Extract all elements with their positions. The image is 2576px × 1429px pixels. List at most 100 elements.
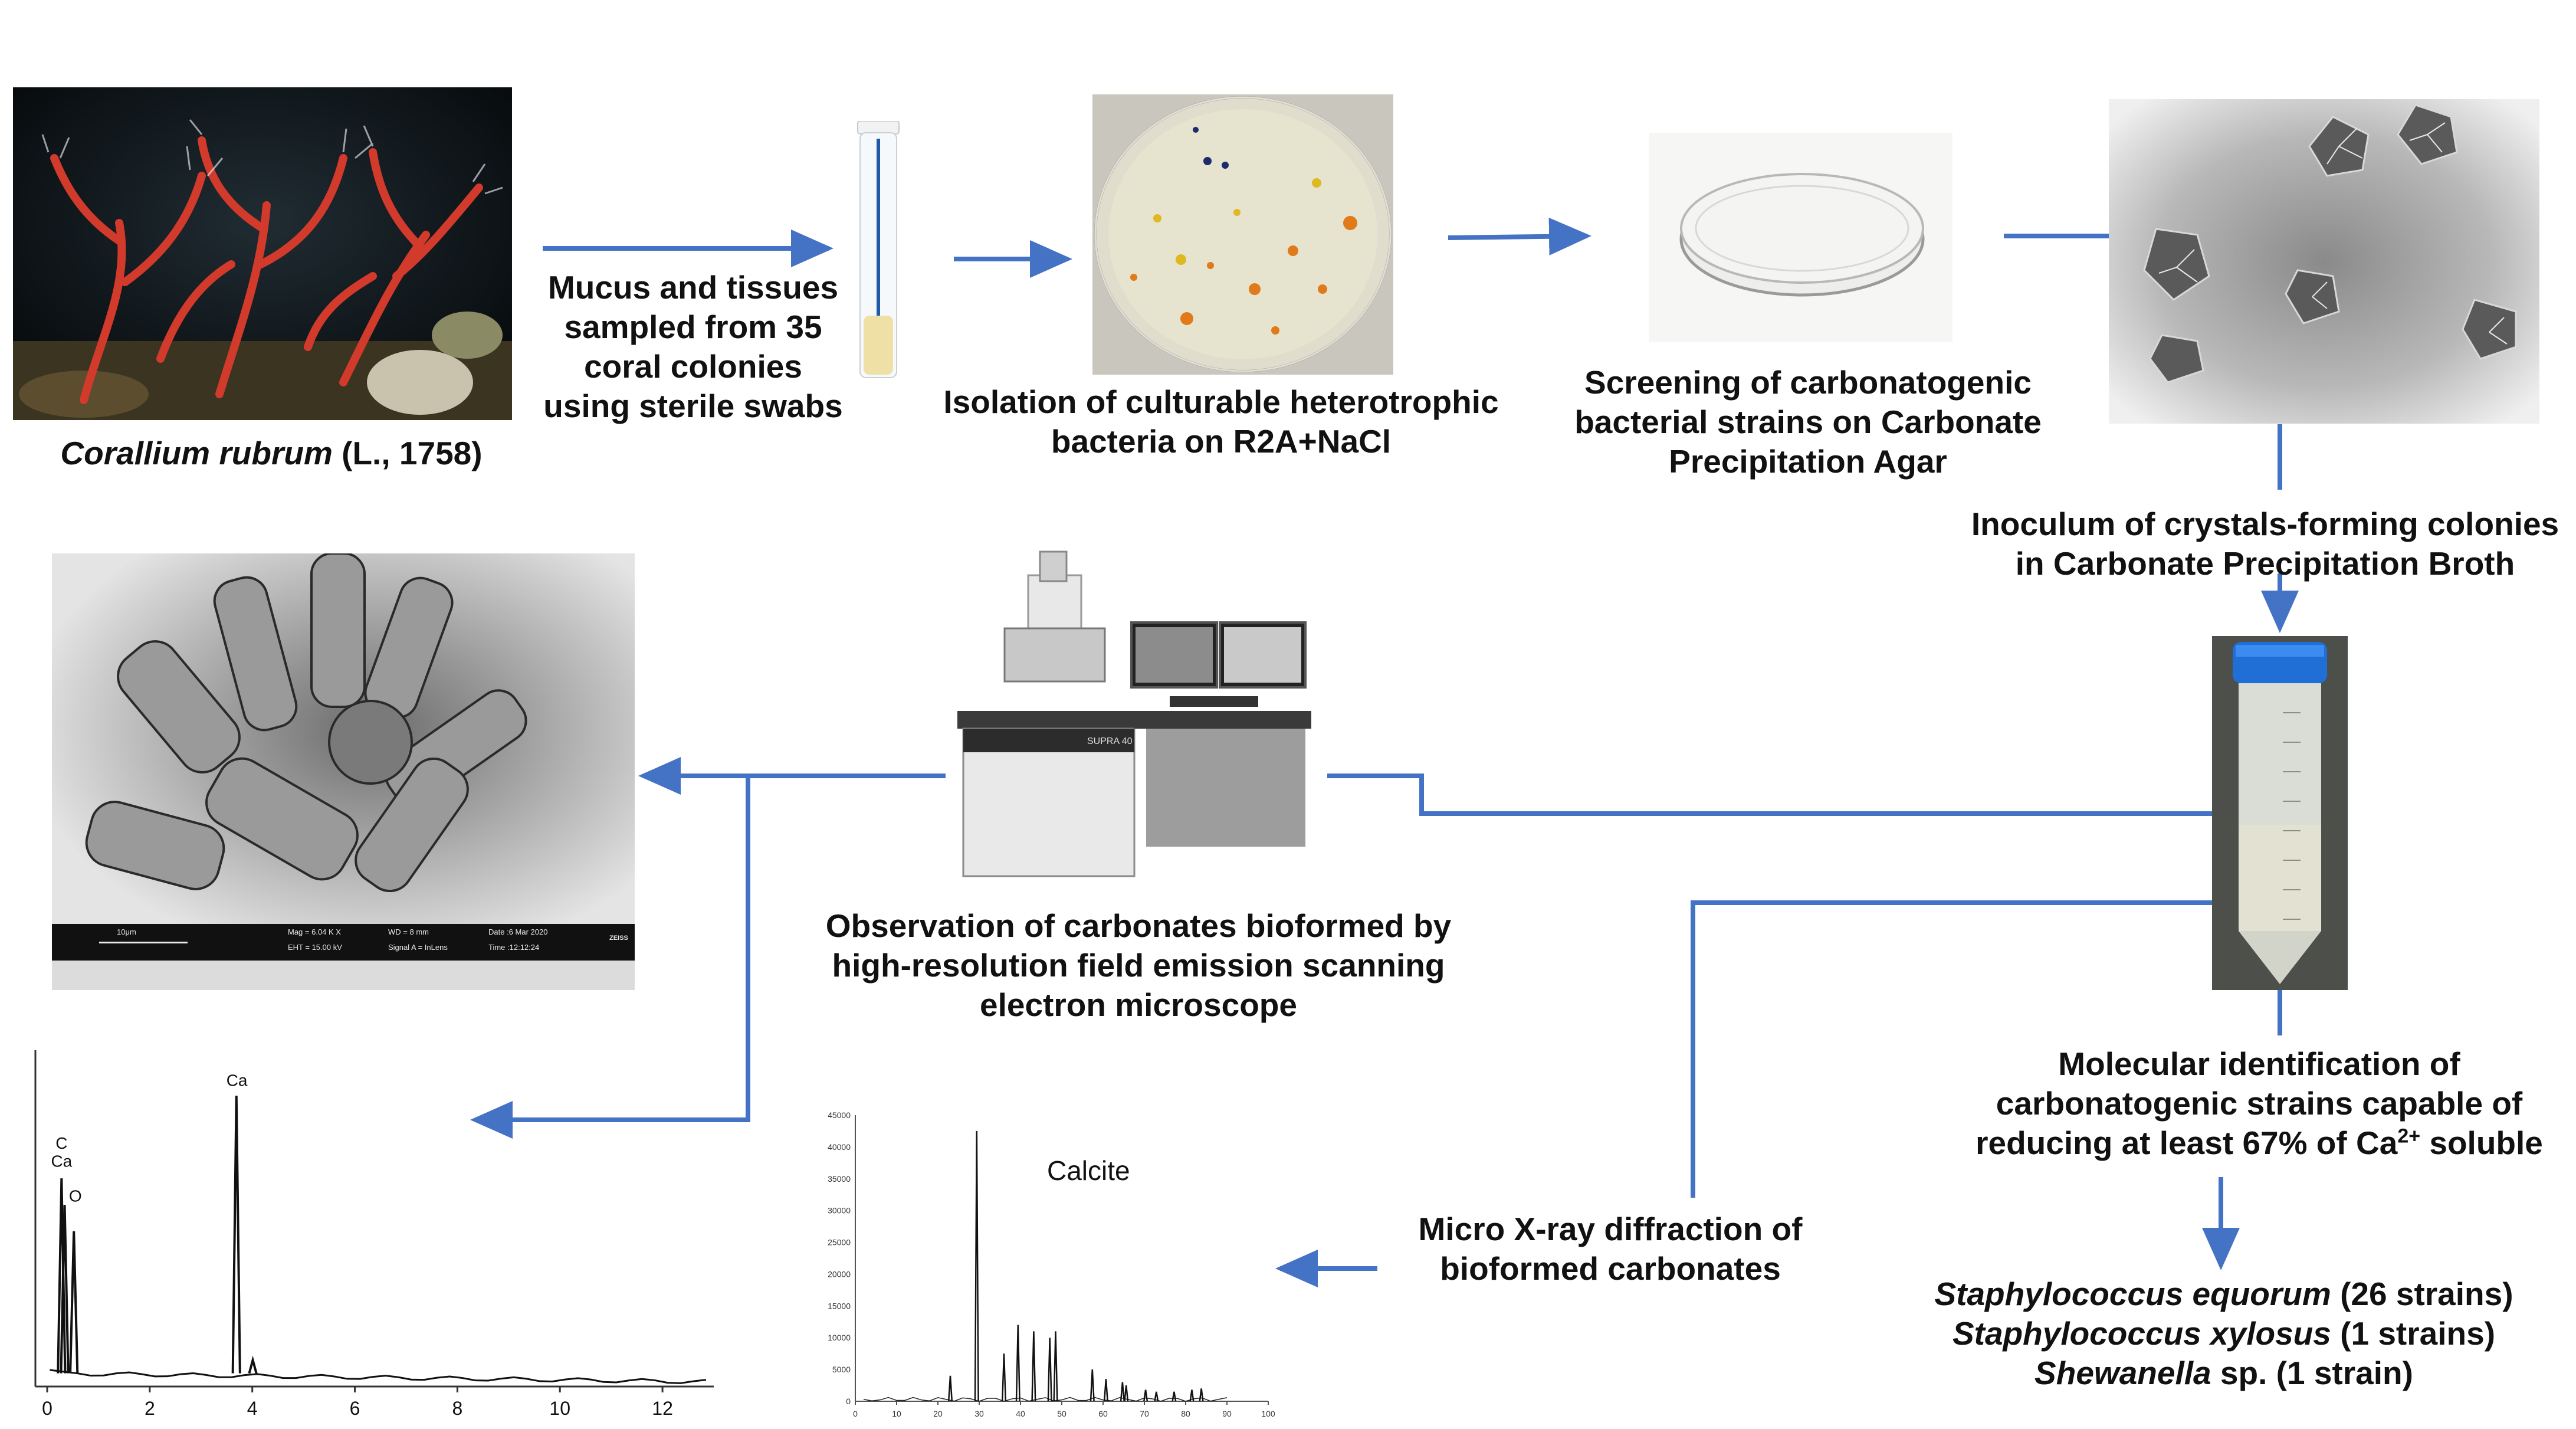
xrd-peak <box>1015 1325 1020 1402</box>
xrd-text: Micro X-ray diffraction of bioformed car… <box>1380 1210 1840 1289</box>
edx-peak-label: O <box>69 1187 82 1205</box>
edx-peak-label: C <box>55 1134 67 1152</box>
edx-peak <box>60 1204 70 1374</box>
strain-1-name: Staphylococcus equorum <box>1934 1276 2331 1312</box>
observation-line-2: high-resolution field emission scanning <box>832 947 1445 984</box>
edx-peak <box>57 1178 67 1374</box>
coral-caption: Corallium rubrum (L., 1758) <box>35 434 507 473</box>
xrd-y-tick-label: 40000 <box>828 1142 851 1152</box>
edx-x-tick-label: 8 <box>452 1398 462 1419</box>
screening-line-3: Precipitation Agar <box>1669 443 1947 480</box>
edx-x-tick-label: 0 <box>42 1398 52 1419</box>
microscope-model-label: SUPRA 40 <box>1087 736 1133 746</box>
inoculum-line-2: in Carbonate Precipitation Broth <box>2015 545 2515 582</box>
xrd-peak <box>1047 1338 1052 1402</box>
xrd-x-tick-label: 100 <box>1261 1409 1275 1418</box>
molecular-line-2: carbonatogenic strains capable of <box>1996 1085 2523 1122</box>
xrd-x-tick-label: 90 <box>1222 1409 1232 1418</box>
xrd-x-tick-label: 60 <box>1098 1409 1108 1418</box>
xrd-y-tick-label: 20000 <box>828 1269 851 1279</box>
sem-brand: ZEISS <box>609 935 628 942</box>
sampling-line-3: coral colonies <box>584 348 802 385</box>
xrd-x-tick-label: 50 <box>1057 1409 1067 1418</box>
line-tube-to-microscope <box>1327 774 2212 816</box>
sem-info-bar: 10μm Mag = 6.04 K X EHT = 15.00 kV WD = … <box>52 924 635 961</box>
edx-peak <box>248 1355 258 1374</box>
sampling-text: Mucus and tissues sampled from 35 coral … <box>507 268 879 426</box>
observation-line-1: Observation of carbonates bioformed by <box>825 907 1452 944</box>
observation-text: Observation of carbonates bioformed by h… <box>814 906 1463 1025</box>
xrd-peak <box>1189 1389 1195 1402</box>
strain-3: Shewanella sp. (1 strain) <box>1911 1353 2536 1393</box>
strain-2-name: Staphylococcus xylosus <box>1952 1315 2331 1352</box>
falcon-tube-photo <box>2212 636 2348 990</box>
xrd-peak <box>1103 1379 1108 1402</box>
xrd-peak <box>1154 1391 1159 1402</box>
xrd-chart-svg: 0 5000 10000 15000 20000 25000 30000 35000 40000… <box>828 1110 1275 1418</box>
xrd-line-1: Micro X-ray diffraction of <box>1418 1211 1803 1247</box>
xrd-peak <box>1090 1369 1095 1402</box>
swab-tube <box>854 120 903 384</box>
sem-mag: Mag = 6.04 K X <box>288 927 341 936</box>
xrd-peak <box>1053 1331 1058 1402</box>
edx-x-tick-label: 12 <box>652 1398 673 1419</box>
arrow-to-edx <box>470 776 750 1139</box>
observation-line-3: electron microscope <box>980 986 1297 1023</box>
coral-species: Corallium rubrum <box>60 435 333 471</box>
xrd-peak <box>947 1375 953 1402</box>
edx-peak-label: Ca <box>51 1152 72 1171</box>
xrd-y-tick-label: 15000 <box>828 1301 851 1310</box>
screening-line-2: bacterial strains on Carbonate <box>1574 404 2042 440</box>
xrd-x-tick-label: 10 <box>892 1409 901 1418</box>
molecular-line-3-pre: reducing at least 67% of Ca <box>1976 1125 2398 1161</box>
edx-peak-label: Ca <box>227 1071 248 1089</box>
xrd-x-tick-label: 80 <box>1181 1409 1190 1418</box>
xrd-peak <box>1120 1382 1125 1402</box>
strain-1: Staphylococcus equorum (26 strains) <box>1911 1274 2536 1314</box>
xrd-baseline <box>863 1397 1228 1402</box>
sem-signal: Signal A = InLens <box>388 943 448 952</box>
strain-3-count: sp. (1 strain) <box>2211 1355 2413 1391</box>
inoculum-line-1: Inoculum of crystals-forming colonies <box>1971 506 2559 542</box>
xrd-peak <box>1031 1331 1036 1402</box>
sem-scale-bar <box>99 942 188 943</box>
molecular-text: Molecular identification of carbonatogen… <box>1947 1044 2572 1163</box>
molecular-line-3-post: soluble <box>2420 1125 2543 1161</box>
edx-x-tick-label: 2 <box>145 1398 155 1419</box>
xrd-y-tick-label: 35000 <box>828 1174 851 1184</box>
coral-photo <box>13 87 512 420</box>
xrd-y-tick-label: 45000 <box>828 1110 851 1120</box>
xrd-y-tick-label: 5000 <box>832 1365 851 1374</box>
edx-peak <box>231 1096 241 1374</box>
xrd-y-tick-label: 25000 <box>828 1238 851 1247</box>
xrd-chart-title: Calcite <box>1047 1155 1130 1186</box>
screening-line-1: Screening of carbonatogenic <box>1584 364 2032 401</box>
sampling-line-2: sampled from 35 <box>564 309 822 345</box>
empty-petri-dish <box>1649 133 1952 342</box>
molecular-line-3-sup: 2+ <box>2397 1125 2421 1148</box>
edx-peak <box>69 1231 79 1374</box>
line-tube-to-xrd <box>1691 900 2212 1198</box>
sampling-line-4: using sterile swabs <box>543 388 843 424</box>
xrd-peak <box>1143 1389 1148 1402</box>
strain-2: Staphylococcus xylosus (1 strains) <box>1911 1314 2536 1353</box>
xrd-peak <box>1001 1353 1007 1402</box>
sem-scale-label: 10μm <box>117 927 136 936</box>
strain-3-name: Shewanella <box>2034 1355 2211 1391</box>
xrd-y-tick-label: 0 <box>846 1397 851 1406</box>
sem-time: Time :12:12:24 <box>488 943 540 952</box>
isolation-line-1: Isolation of culturable heterotrophic <box>943 384 1499 420</box>
xrd-x-tick-label: 40 <box>1016 1409 1025 1418</box>
molecular-line-3: reducing at least 67% of Ca2+ soluble <box>1947 1123 2572 1163</box>
edx-continuum <box>50 1369 707 1384</box>
xrd-y-tick-label: 10000 <box>828 1333 851 1342</box>
xrd-x-tick-label: 70 <box>1140 1409 1149 1418</box>
sampling-line-1: Mucus and tissues <box>547 269 839 306</box>
xrd-peak <box>1171 1391 1177 1402</box>
sem-eht: EHT = 15.00 kV <box>288 943 342 952</box>
xrd-peak <box>1199 1388 1204 1402</box>
isolation-line-2: bacteria on R2A+NaCl <box>1051 423 1392 460</box>
xrd-y-tick-label: 30000 <box>828 1206 851 1215</box>
